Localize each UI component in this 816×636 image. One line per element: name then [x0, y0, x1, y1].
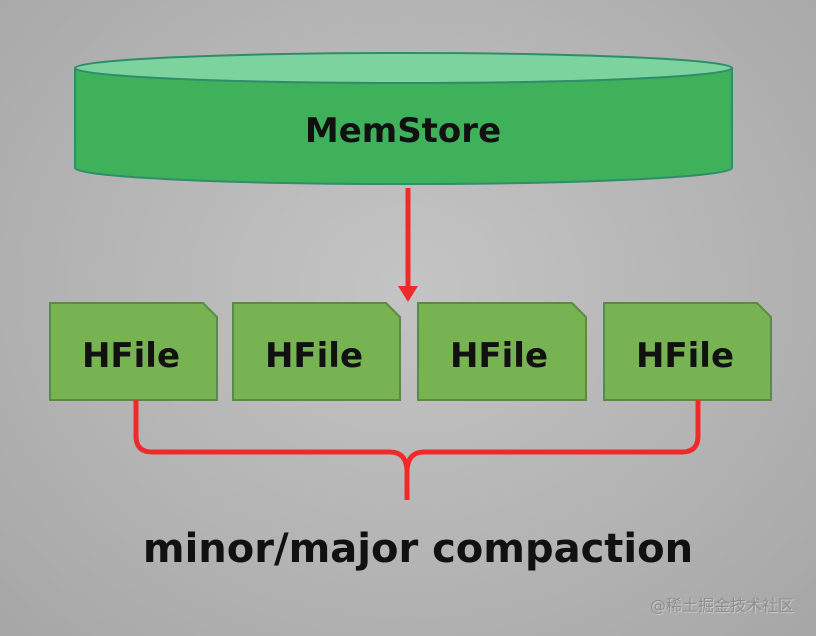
flush-arrow — [398, 188, 418, 302]
memstore-label: MemStore — [305, 111, 501, 151]
compaction-bracket — [133, 400, 701, 500]
hfile-label: HFile — [636, 336, 734, 376]
hfile-1: HFile — [49, 302, 218, 401]
hfile-3: HFile — [417, 302, 587, 401]
watermark: @稀土掘金技术社区 — [649, 596, 794, 615]
memstore-cylinder: MemStore — [74, 52, 733, 186]
hfile-2: HFile — [232, 302, 401, 401]
hfile-label: HFile — [450, 336, 548, 376]
hfile-4: HFile — [603, 302, 772, 401]
hfile-label: HFile — [82, 336, 180, 376]
hfile-label: HFile — [265, 336, 363, 376]
compaction-caption: minor/major compaction — [143, 526, 693, 572]
